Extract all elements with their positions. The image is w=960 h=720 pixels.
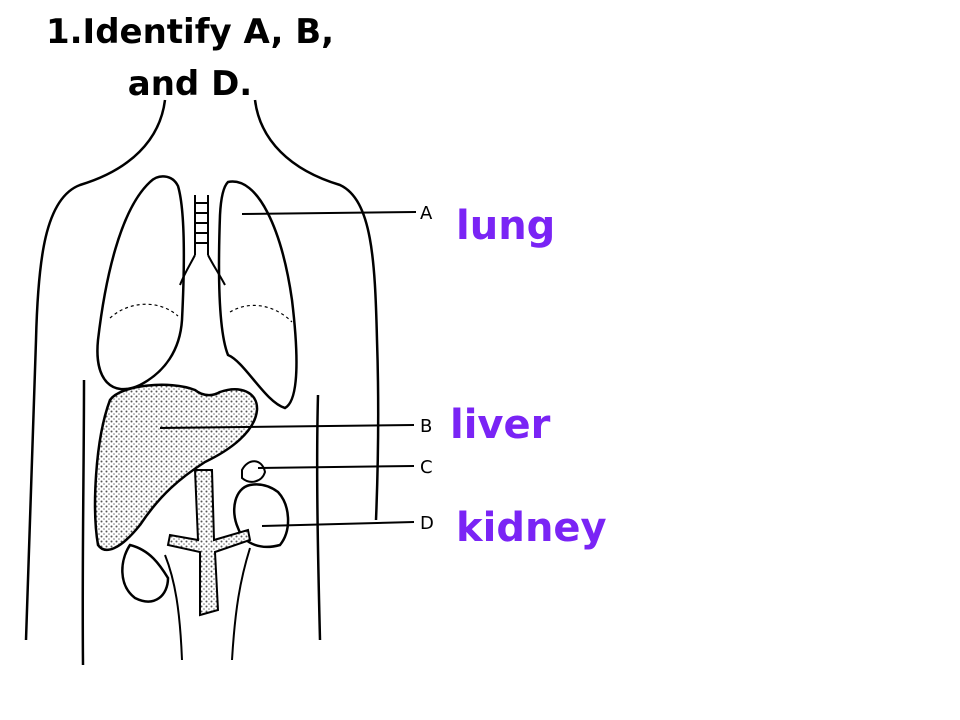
lungs <box>96 175 298 410</box>
label-d: D <box>420 513 434 534</box>
leader-line-b <box>159 424 415 429</box>
label-a: A <box>420 203 433 224</box>
leader-line-c <box>257 465 415 469</box>
leader-line-d <box>261 521 415 527</box>
right-kidney <box>121 543 170 603</box>
label-b: B <box>420 416 432 437</box>
aorta <box>166 469 252 617</box>
liver <box>93 383 259 551</box>
question-line-2: and D. <box>127 64 253 104</box>
answer-kidney: kidney <box>456 505 607 551</box>
leader-lines <box>159 211 417 527</box>
left-lung <box>217 180 298 410</box>
trachea <box>179 195 226 286</box>
adrenal-gland <box>241 460 267 483</box>
body-outline <box>24 99 380 666</box>
leader-line-a <box>241 211 417 215</box>
question-heading: 1.Identify A, B, and D. <box>0 6 380 110</box>
left-kidney <box>233 483 290 549</box>
ureters <box>164 547 251 661</box>
label-c: C <box>420 457 433 478</box>
answer-liver: liver <box>450 402 551 448</box>
right-lung <box>96 175 186 391</box>
answer-lung: lung <box>456 203 556 249</box>
question-line-1: 1.Identify A, B, <box>45 12 335 52</box>
